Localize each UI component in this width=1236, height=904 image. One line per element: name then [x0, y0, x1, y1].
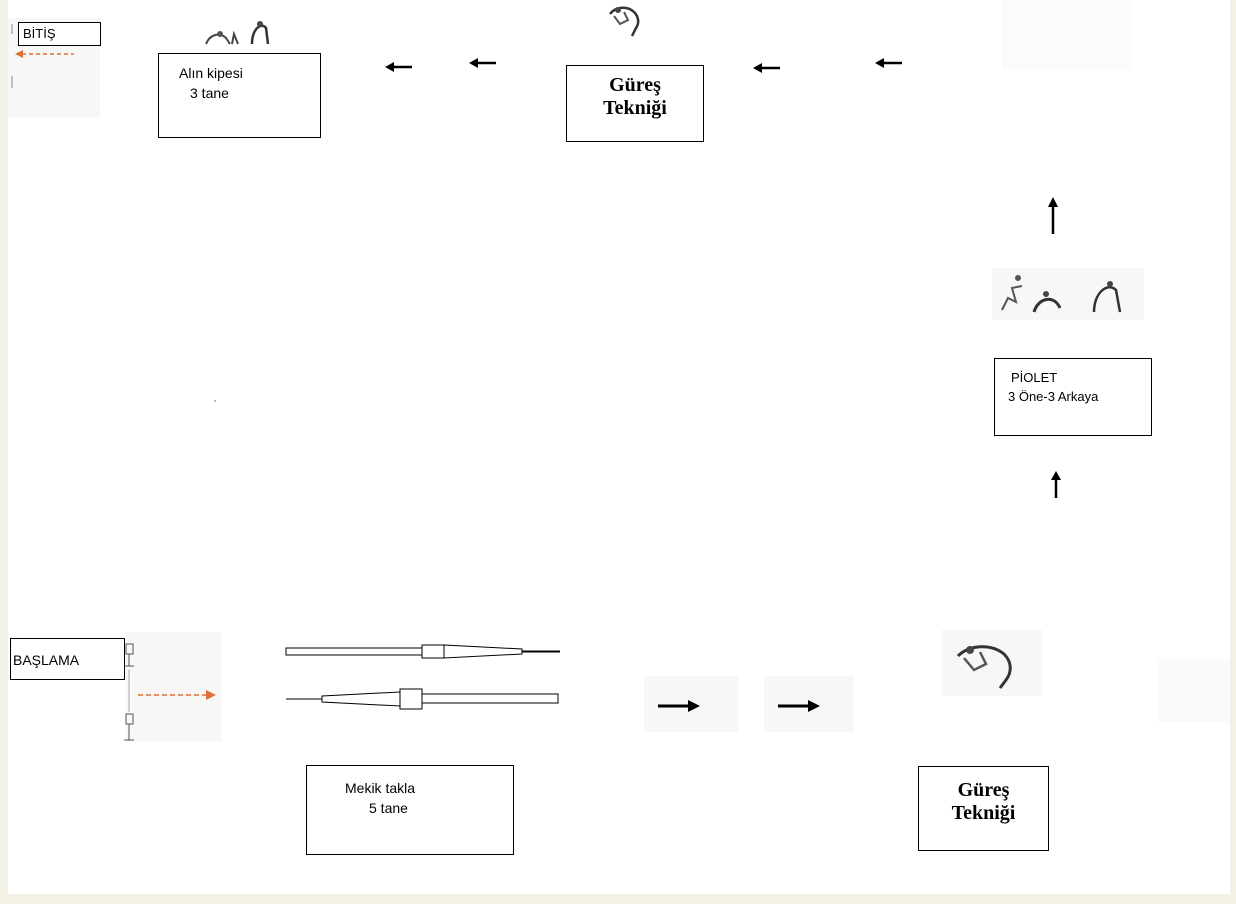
gymnast-figures-icon — [1001, 275, 1122, 313]
piolet-line1: PİOLET — [1011, 370, 1058, 385]
start-area — [126, 632, 222, 742]
station-mekik-takla: Mekik takla 5 tane — [306, 765, 514, 855]
faint-image-area — [1002, 0, 1132, 70]
start-label: BAŞLAMA — [13, 652, 80, 668]
left-arrow-icon — [385, 62, 412, 72]
mekik-line2: 5 tane — [369, 800, 408, 816]
speck — [214, 400, 216, 402]
gymnast-figures-icon — [205, 21, 270, 45]
left-margin — [0, 494, 8, 604]
right-arrow-icon — [658, 700, 700, 712]
bench-bottom-icon — [286, 688, 559, 710]
faint-image-area — [1158, 660, 1230, 722]
finish-dashed-arrow-icon — [15, 50, 74, 58]
wrestler-area — [942, 630, 1042, 696]
gures-bottom-line1: Güreş — [957, 779, 1010, 801]
up-arrow-icon — [1048, 197, 1058, 234]
start-box: BAŞLAMA — [10, 638, 125, 680]
right-arrow-icon — [778, 700, 820, 712]
station-alin-kipesi: Alın kipesi 3 tane — [158, 53, 321, 138]
finish-pole-icon — [11, 24, 13, 88]
alin-line1: Alın kipesi — [179, 65, 243, 81]
gures-top-line1: Güreş — [609, 74, 661, 96]
gures-top-line2: Tekniği — [603, 97, 667, 119]
dashed-start-arrow-icon — [138, 690, 216, 700]
piolet-line2: 3 Öne-3 Arkaya — [1008, 389, 1099, 404]
mekik-line1: Mekik takla — [345, 780, 416, 796]
wrestler-figure-icon — [609, 6, 640, 37]
left-arrow-icon — [875, 58, 902, 68]
bench-top-icon — [285, 644, 560, 659]
finish-box: BİTİŞ — [18, 22, 101, 46]
station-piolet: PİOLET 3 Öne-3 Arkaya — [994, 358, 1152, 436]
up-arrow-icon — [1051, 471, 1061, 498]
gures-bottom-line2: Tekniği — [951, 802, 1016, 824]
station-gures-top: Güreş Tekniği — [566, 65, 704, 142]
left-arrow-icon — [753, 63, 780, 73]
alin-line2: 3 tane — [190, 85, 229, 101]
left-arrow-icon — [469, 58, 496, 68]
finish-label: BİTİŞ — [23, 26, 56, 41]
station-gures-bottom: Güreş Tekniği — [918, 766, 1049, 851]
wrestler-figure-icon — [956, 645, 1012, 689]
start-pole-icon — [124, 643, 134, 741]
